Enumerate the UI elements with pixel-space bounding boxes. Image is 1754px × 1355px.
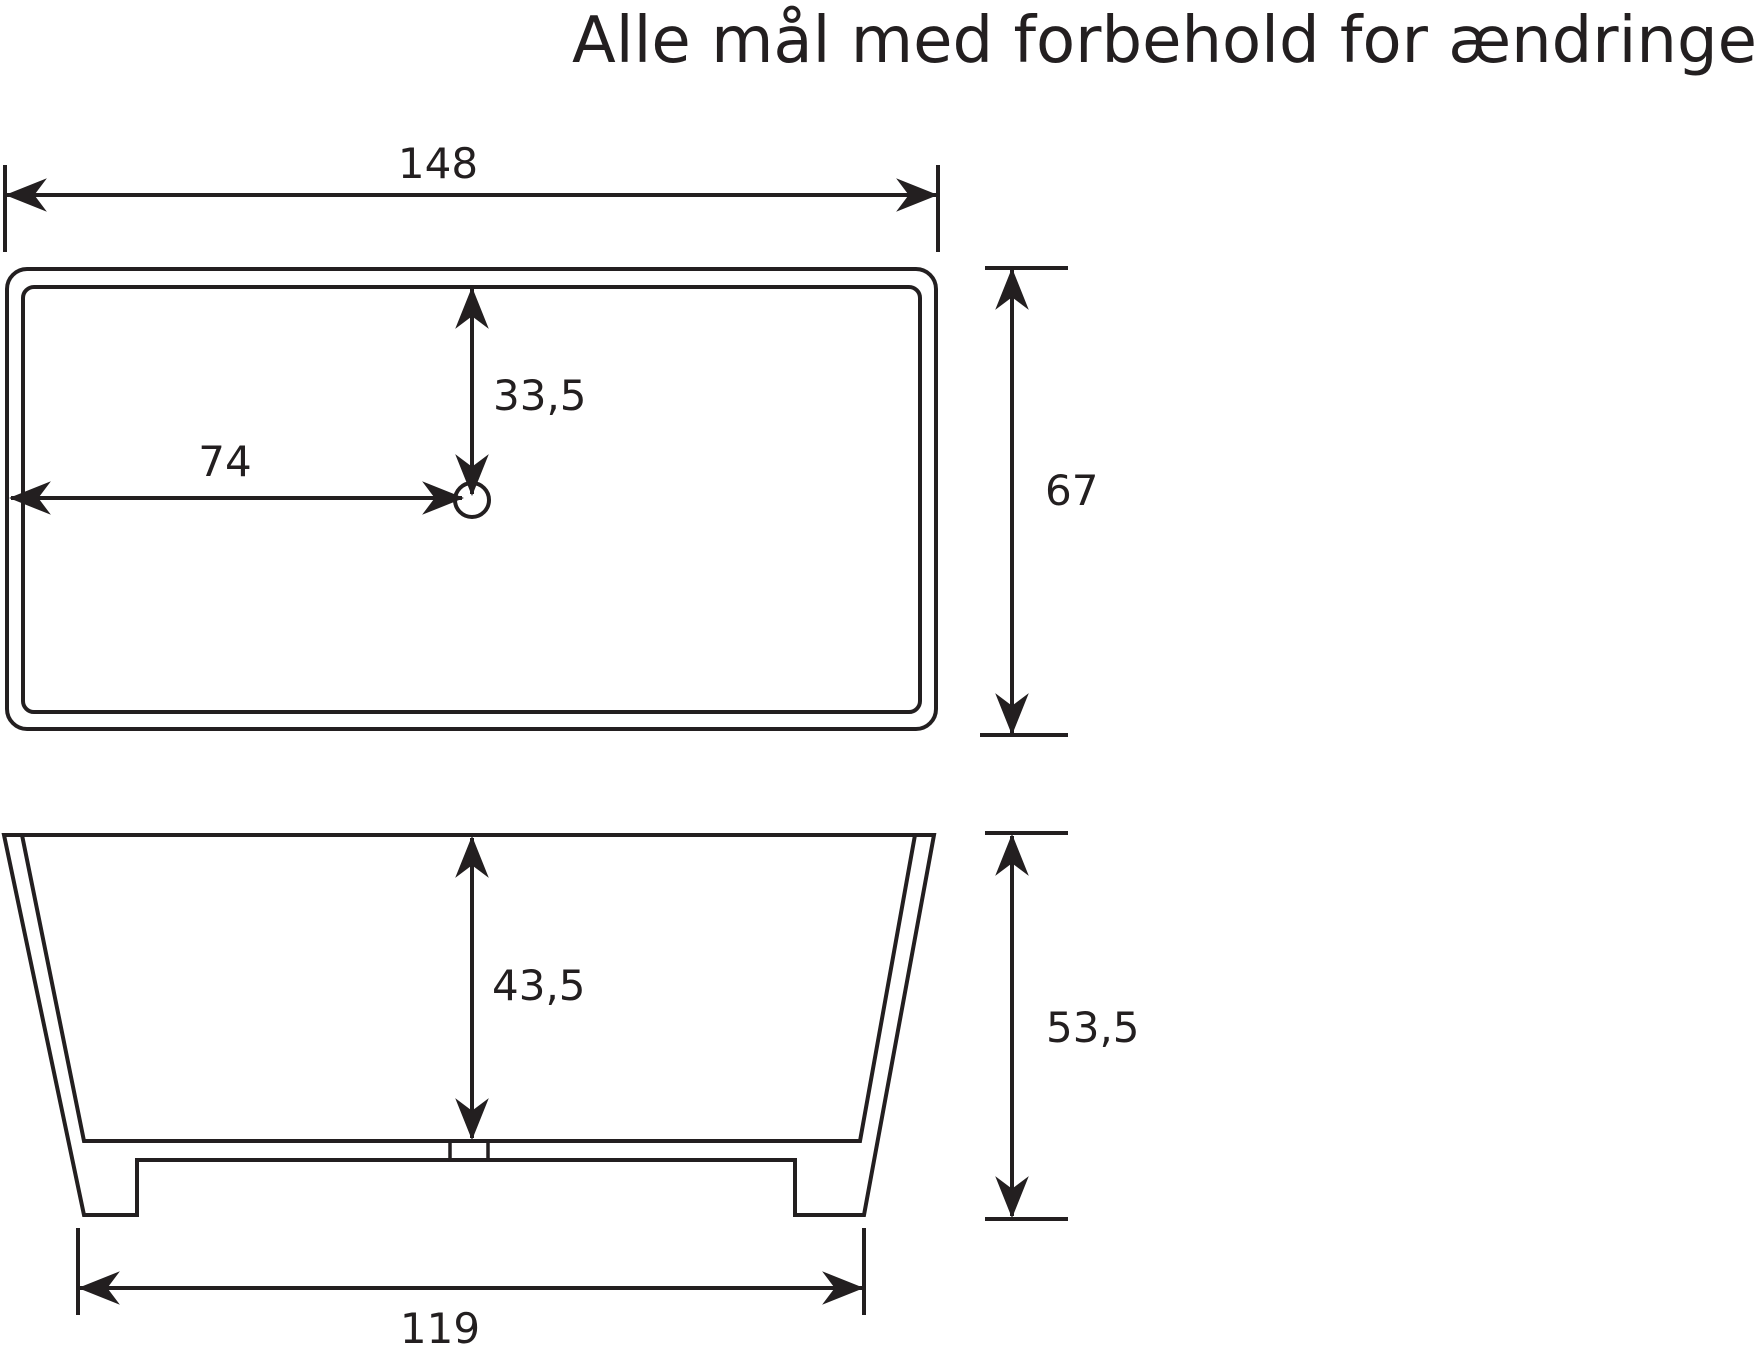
total-height-label: 53,5 (1046, 1003, 1140, 1052)
tub-side-inner (20, 834, 917, 1143)
drain-outlet-icon (448, 1139, 490, 1162)
top-view: 148 33,5 74 67 (3, 139, 1098, 737)
drain-from-side-label: 74 (198, 437, 251, 486)
width-label: 148 (398, 139, 478, 188)
side-view: 43,5 53,5 119 (1, 831, 1140, 1353)
drain-from-edge-label: 33,5 (493, 371, 587, 420)
disclaimer-note: Alle mål med forbehold for ændringer (572, 4, 1754, 78)
base-width-label: 119 (400, 1304, 480, 1353)
depth-label: 67 (1045, 466, 1098, 515)
inner-depth-label: 43,5 (492, 961, 586, 1010)
tub-outer-rim (5, 267, 938, 731)
